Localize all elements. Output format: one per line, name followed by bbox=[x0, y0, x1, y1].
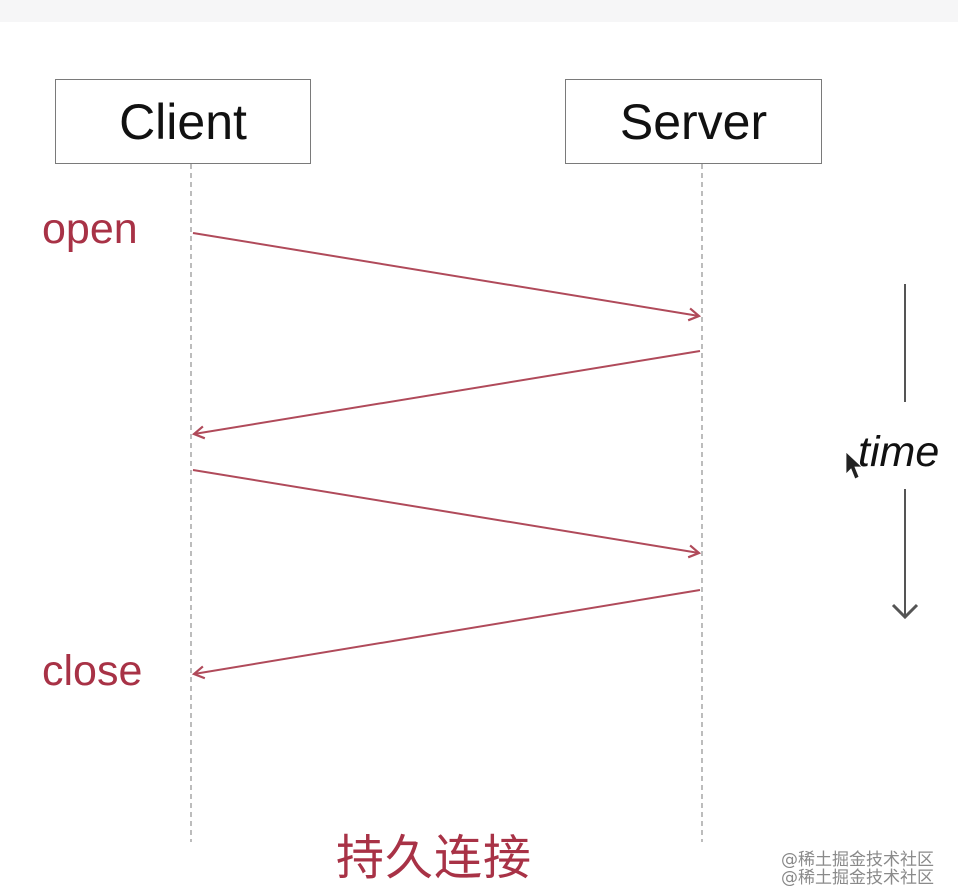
watermark-text-duplicate: @稀土掘金技术社区 bbox=[781, 868, 934, 888]
time-axis-label: time bbox=[858, 428, 940, 476]
message-arrow-response-2 bbox=[191, 589, 701, 680]
message-arrow-response-1 bbox=[191, 350, 701, 440]
diagram-caption: 持久连接 bbox=[336, 830, 533, 886]
open-label: open bbox=[42, 205, 138, 253]
client-label: Client bbox=[119, 93, 247, 150]
close-label: close bbox=[42, 647, 143, 695]
watermark-text: @稀土掘金技术社区 bbox=[781, 850, 934, 870]
top-strip bbox=[0, 0, 958, 22]
message-arrow-request-2 bbox=[192, 469, 702, 559]
server-label: Server bbox=[619, 93, 768, 150]
client-participant-box: Client bbox=[55, 79, 311, 164]
message-arrow-request-1 bbox=[192, 232, 702, 322]
mouse-cursor-icon bbox=[845, 451, 864, 480]
server-participant-box: Server bbox=[565, 79, 822, 164]
